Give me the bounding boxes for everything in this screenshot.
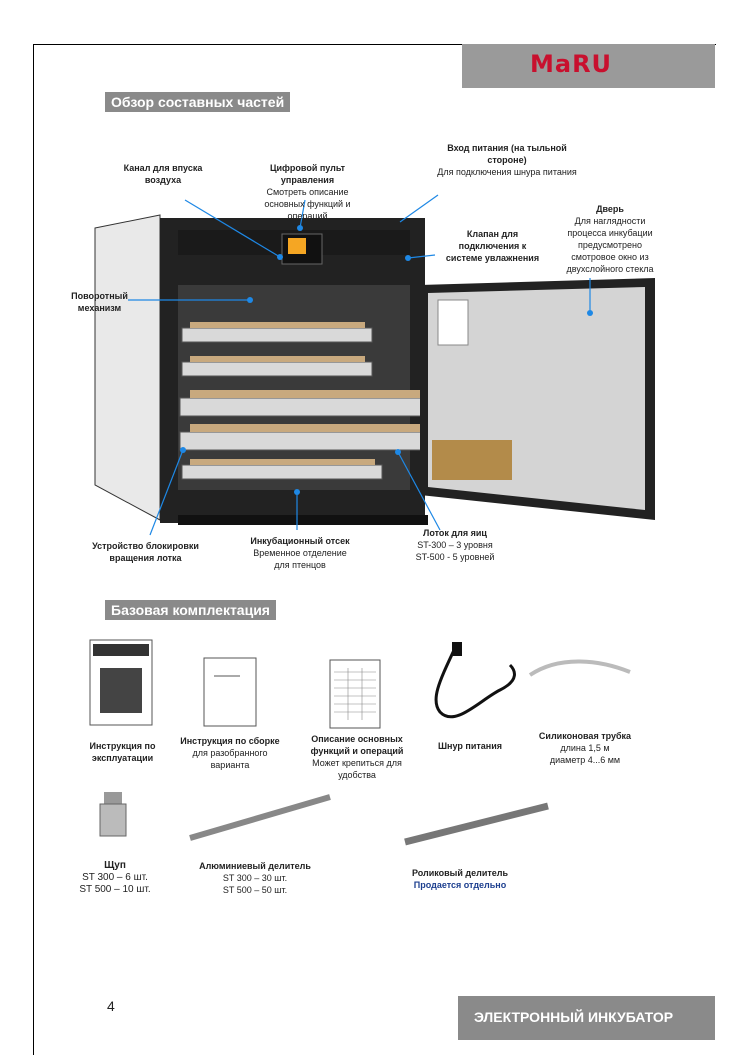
- kit-functions-text: Может крепиться для удобства: [312, 758, 402, 780]
- kit-assembly-title: Инструкция по сборке: [180, 736, 280, 746]
- callout-rotation-title: Поворотный механизм: [71, 291, 128, 313]
- callout-egg-tray-title: Лоток для яиц: [423, 528, 487, 538]
- dot-tray: [395, 449, 401, 455]
- brand-logo: MaRU: [530, 50, 613, 78]
- kit-roller-divider-note: Продается отдельно: [413, 880, 507, 890]
- kit-probe: Щуп ST 300 – 6 шт. ST 500 – 10 шт.: [70, 860, 160, 896]
- dot-valve: [405, 255, 411, 261]
- callout-humid-valve-title: Клапан для подключения к системе увлажне…: [445, 229, 540, 263]
- kit-alu-divider: Алюминиевый делитель ST 300 – 30 шт. ST …: [190, 860, 320, 896]
- kit-tube-line2: диаметр 4...6 мм: [549, 755, 621, 765]
- footer-bar: [458, 996, 715, 1040]
- callout-air-channel-title: Канал для впуска воздуха: [123, 163, 203, 185]
- dot-lock: [180, 447, 186, 453]
- kit-alu-divider-line1: ST 300 – 30 шт.: [222, 873, 288, 883]
- dot-incubation: [294, 489, 300, 495]
- callout-egg-tray: Лоток для яиц ST-300 – 3 уровня ST-500 -…: [405, 527, 505, 563]
- kit-functions: Описание основных функций и операций Мож…: [302, 733, 412, 781]
- brand-header: [462, 44, 715, 88]
- callout-lock-device-title: Устройство блокировки вращения лотка: [92, 541, 199, 563]
- kit-roller-divider: Роликовый делитель Продается отдельно: [400, 867, 520, 891]
- dot-rotation: [247, 297, 253, 303]
- callout-door: Дверь Для наглядности процесса инкубации…: [555, 203, 665, 275]
- callout-incubation-title: Инкубационный отсек: [250, 536, 350, 546]
- kit-probe-title: Щуп: [104, 860, 126, 871]
- kit-alu-divider-title: Алюминиевый делитель: [199, 861, 311, 871]
- page-number: 4: [107, 998, 115, 1014]
- kit-assembly: Инструкция по сборке для разобранного ва…: [180, 735, 280, 771]
- section-title-kit: Базовая комплектация: [105, 600, 276, 620]
- kit-cord-title: Шнур питания: [438, 741, 502, 751]
- callout-door-title: Дверь: [596, 204, 624, 214]
- kit-tube: Силиконовая трубка длина 1,5 м диаметр 4…: [530, 730, 640, 766]
- callout-egg-tray-line1: ST-300 – 3 уровня: [417, 540, 493, 550]
- callout-humid-valve: Клапан для подключения к системе увлажне…: [440, 228, 545, 264]
- kit-probe-line2: ST 500 – 10 шт.: [79, 884, 151, 895]
- kit-manual: Инструкция по эксплуатации: [75, 740, 170, 764]
- kit-roller-divider-title: Роликовый делитель: [411, 868, 509, 878]
- kit-alu-divider-line2: ST 500 – 50 шт.: [222, 885, 288, 895]
- callout-power-input-text: Для подключения шнура питания: [437, 167, 577, 177]
- callout-incubation-text: Временное отделение для птенцов: [253, 548, 347, 570]
- kit-probe-line1: ST 300 – 6 шт.: [82, 872, 148, 883]
- footer-title: ЭЛЕКТРОННЫЙ ИНКУБАТОР: [474, 1009, 674, 1025]
- kit-tube-line1: длина 1,5 м: [560, 743, 610, 753]
- callout-power-input: Вход питания (на тыльной стороне) Для по…: [432, 142, 582, 178]
- callout-power-input-title: Вход питания (на тыльной стороне): [447, 143, 567, 165]
- callout-lock-device: Устройство блокировки вращения лотка: [88, 540, 203, 564]
- callout-door-text: Для наглядности процесса инкубации преду…: [566, 216, 654, 274]
- section-title-overview: Обзор составных частей: [105, 92, 291, 112]
- dot-air-channel: [277, 254, 283, 260]
- kit-assembly-text: для разобранного варианта: [192, 748, 268, 770]
- kit-tube-title: Силиконовая трубка: [538, 731, 632, 741]
- callout-control-panel-text: Смотреть описание основных функций и опе…: [264, 187, 351, 221]
- dot-control-panel: [297, 225, 303, 231]
- kit-functions-title: Описание основных функций и операций: [310, 734, 404, 756]
- callout-rotation: Поворотный механизм: [62, 290, 137, 314]
- kit-cord: Шнур питания: [425, 740, 515, 752]
- callout-control-panel: Цифровой пульт управления Смотреть описа…: [250, 162, 365, 222]
- dot-door: [587, 310, 593, 316]
- callout-incubation: Инкубационный отсек Временное отделение …: [245, 535, 355, 571]
- kit-manual-title: Инструкция по эксплуатации: [89, 741, 156, 763]
- callout-air-channel: Канал для впуска воздуха: [118, 162, 208, 186]
- callout-egg-tray-line2: ST-500 - 5 уровней: [415, 552, 495, 562]
- page-border: [33, 44, 716, 1055]
- callout-control-panel-title: Цифровой пульт управления: [269, 163, 346, 185]
